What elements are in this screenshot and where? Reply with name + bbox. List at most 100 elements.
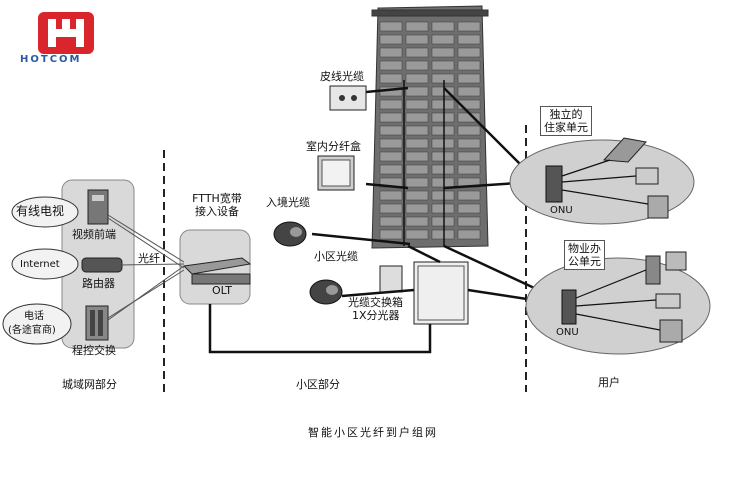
floor-window bbox=[405, 138, 429, 149]
floor-window bbox=[405, 99, 429, 110]
floor-window bbox=[379, 151, 403, 162]
floor-window bbox=[431, 216, 455, 227]
label-home-2: 住家单元 bbox=[544, 121, 588, 134]
floor-window bbox=[431, 125, 455, 136]
pbx-icon bbox=[85, 305, 109, 341]
label-entry-cable: 入境光缆 bbox=[266, 196, 310, 209]
floor-window bbox=[457, 164, 481, 175]
floor-window bbox=[405, 60, 429, 71]
floor-window bbox=[379, 47, 403, 58]
floor-window bbox=[431, 47, 455, 58]
floor-window bbox=[431, 164, 455, 175]
section-user: 用户 bbox=[598, 376, 620, 389]
floor-window bbox=[405, 164, 429, 175]
hotcom-logo-icon bbox=[38, 12, 94, 54]
floor-window bbox=[379, 34, 403, 45]
label-phone-1: 电话 bbox=[24, 311, 44, 322]
floor-window bbox=[431, 151, 455, 162]
label-ftth-1: FTTH宽带 bbox=[192, 192, 242, 205]
label-community-cable: 小区光缆 bbox=[314, 250, 358, 263]
floor-window bbox=[405, 216, 429, 227]
section-metro: 城域网部分 bbox=[62, 378, 117, 391]
floor-window bbox=[457, 34, 481, 45]
label-indoor-box: 室内分纤盒 bbox=[306, 140, 361, 153]
floor-window bbox=[379, 164, 403, 175]
floor-window bbox=[379, 190, 403, 201]
floor-window bbox=[405, 86, 429, 97]
splitter-icon bbox=[379, 265, 403, 293]
floor-window bbox=[457, 47, 481, 58]
label-drop-cable: 皮线光缆 bbox=[320, 70, 364, 83]
floor-window bbox=[379, 229, 403, 240]
floor-window bbox=[457, 229, 481, 240]
label-cross-box-1: 光缆交换箱 bbox=[348, 296, 403, 309]
floor-window bbox=[457, 99, 481, 110]
floor-window bbox=[431, 229, 455, 240]
floor-window bbox=[431, 86, 455, 97]
tv-icon bbox=[647, 195, 669, 219]
floor-window bbox=[405, 112, 429, 123]
drop-cable-icon bbox=[329, 85, 367, 111]
floor-window bbox=[379, 60, 403, 71]
label-router: 路由器 bbox=[82, 277, 115, 290]
floor-window bbox=[379, 21, 403, 32]
label-ftth-2: 接入设备 bbox=[195, 205, 239, 218]
monitor-icon bbox=[665, 251, 687, 271]
floor-window bbox=[457, 151, 481, 162]
floor-window bbox=[405, 73, 429, 84]
label-onu-bottom: ONU bbox=[556, 327, 579, 338]
floor-window bbox=[379, 138, 403, 149]
floor-window bbox=[457, 86, 481, 97]
label-internet: Internet bbox=[20, 259, 60, 270]
phone-icon bbox=[655, 293, 681, 309]
floor-window bbox=[405, 125, 429, 136]
community-cable-icon bbox=[309, 279, 343, 305]
tv-icon bbox=[659, 319, 683, 343]
label-property-2: 公单元 bbox=[568, 255, 601, 268]
floor-window bbox=[431, 190, 455, 201]
router-icon bbox=[81, 257, 123, 273]
floor-window bbox=[457, 138, 481, 149]
label-home-1: 独立的 bbox=[549, 108, 583, 121]
floor-window bbox=[457, 203, 481, 214]
floor-window bbox=[405, 203, 429, 214]
floor-window bbox=[405, 229, 429, 240]
floor-window bbox=[431, 60, 455, 71]
label-property-1: 物业办 bbox=[568, 242, 601, 255]
cloud-icon bbox=[2, 196, 79, 345]
label-onu-top: ONU bbox=[550, 205, 573, 216]
floor-window bbox=[431, 112, 455, 123]
floor-window bbox=[405, 21, 429, 32]
floor-window bbox=[431, 21, 455, 32]
floor-window bbox=[379, 99, 403, 110]
floor-window bbox=[457, 216, 481, 227]
floor-window bbox=[405, 47, 429, 58]
laptop-icon bbox=[602, 137, 647, 163]
server-icon bbox=[645, 255, 661, 285]
onu-icon bbox=[545, 165, 563, 203]
floor-window bbox=[457, 21, 481, 32]
diagram-caption: 智能小区光纤到户组网 bbox=[308, 426, 438, 439]
floor-window bbox=[431, 73, 455, 84]
floor-window bbox=[405, 151, 429, 162]
phone-icon bbox=[635, 167, 659, 185]
floor-window bbox=[379, 203, 403, 214]
label-home-unit: 独立的 住家单元 bbox=[540, 106, 592, 136]
section-community: 小区部分 bbox=[296, 378, 340, 391]
floor-window bbox=[405, 34, 429, 45]
label-cross-box-2: 1X分光器 bbox=[352, 309, 400, 322]
label-property-unit: 物业办 公单元 bbox=[564, 240, 605, 270]
cross-box-icon bbox=[413, 261, 469, 325]
entry-cable-icon bbox=[273, 221, 307, 247]
floor-window bbox=[431, 138, 455, 149]
floor-window bbox=[379, 125, 403, 136]
brand-name: HOTCOM bbox=[20, 54, 82, 65]
floor-window bbox=[379, 216, 403, 227]
label-cross-box: 光缆交换箱 1X分光器 bbox=[348, 296, 403, 322]
floor-window bbox=[457, 73, 481, 84]
onu-icon bbox=[561, 289, 577, 325]
floor-window bbox=[431, 34, 455, 45]
label-ftth: FTTH宽带 接入设备 bbox=[180, 192, 254, 218]
floor-window bbox=[431, 203, 455, 214]
